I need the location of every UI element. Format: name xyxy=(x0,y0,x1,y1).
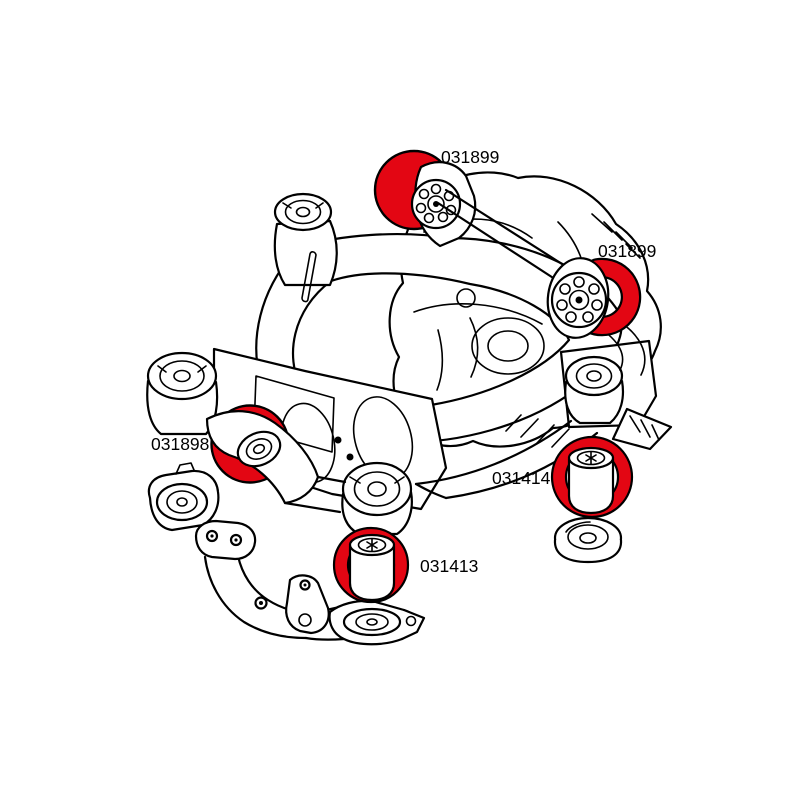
crossmember-mid-bracket xyxy=(285,574,330,635)
diff-hub-ring xyxy=(471,317,545,375)
highlight-part-rear-diff-mount xyxy=(579,257,642,337)
front-arm-bushing xyxy=(205,410,347,514)
part-label-part-rear-diff-mount: 031899 xyxy=(598,241,656,261)
labels-layer: 031899 031899 031898 031414 031413 xyxy=(151,147,656,576)
part-label-part-front-subframe-bushing: 031413 xyxy=(420,556,478,576)
pointed-bracket xyxy=(611,407,673,451)
crossmember xyxy=(147,462,426,646)
part-label-part-top-diff-mount: 031899 xyxy=(441,147,499,167)
bushing-031413 xyxy=(348,533,396,602)
crossmember-left-mount xyxy=(155,482,209,522)
diff-front-bushing xyxy=(410,161,575,285)
overdraw-layer xyxy=(205,161,615,602)
center-bushing-tower xyxy=(341,461,413,536)
top-rail-lines xyxy=(436,188,575,285)
part-label-part-rear-subframe-bushing: 031414 xyxy=(492,468,551,488)
hanging-pin xyxy=(301,251,317,303)
bushing-031414 xyxy=(567,446,615,515)
diff-rear-bushing xyxy=(546,257,610,339)
part-label-part-front-arm-bushing: 031898 xyxy=(151,434,209,454)
front-mount-ear xyxy=(273,192,338,303)
subframe-right-side xyxy=(414,316,673,500)
line-art-layer xyxy=(146,171,673,646)
crossmember-bracket xyxy=(194,519,257,561)
washer xyxy=(553,516,623,564)
front-ear-bushing xyxy=(273,192,333,232)
